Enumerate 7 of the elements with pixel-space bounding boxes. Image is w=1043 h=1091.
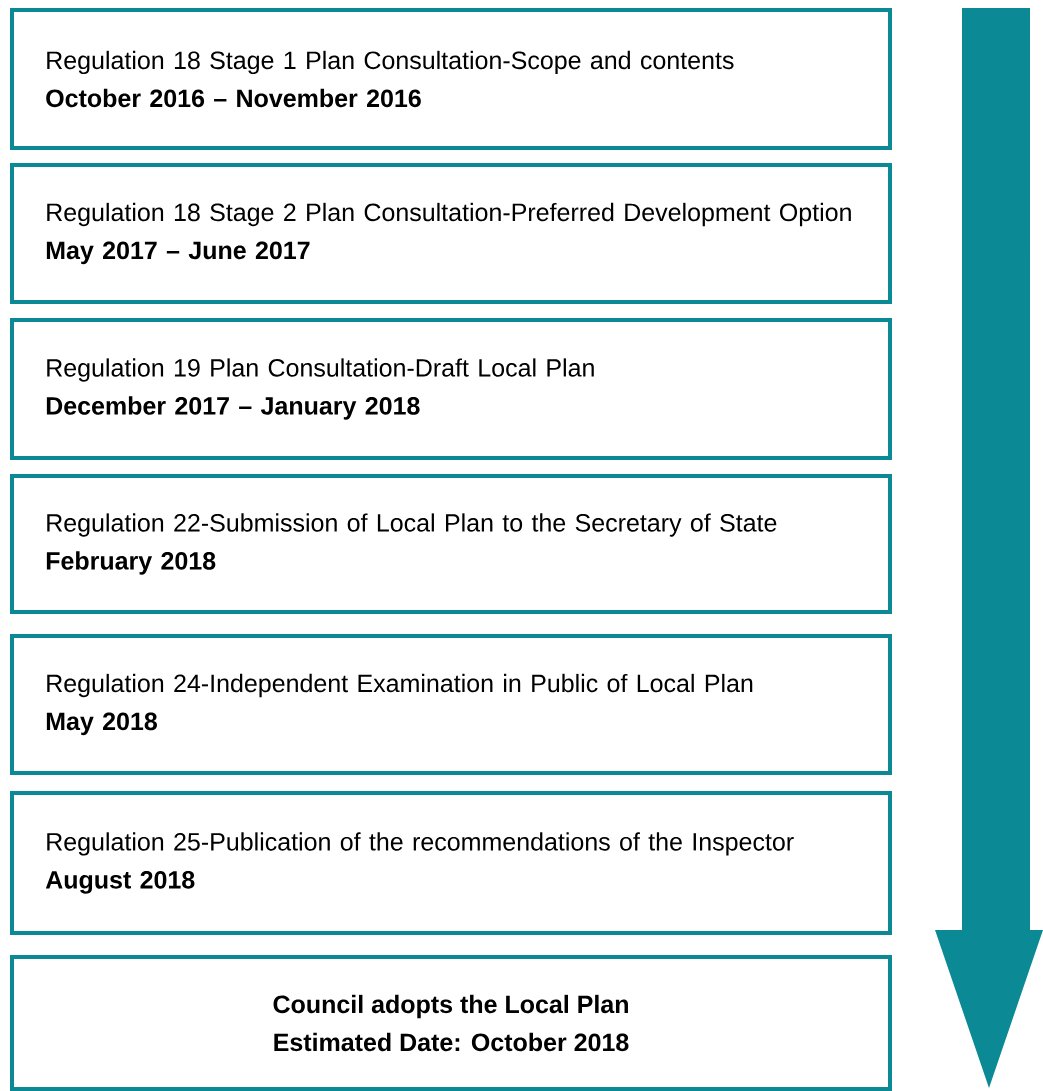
process-box: Regulation 22-Submission of Local Plan to the Secretary of State February 2018 [10,474,892,614]
process-box: Regulation 25-Publication of the recommendations of the Inspector August 2018 [10,791,892,935]
process-box: Council adopts the Local Plan Estimated Date: October 2018 [10,955,892,1091]
process-box: Regulation 18 Stage 1 Plan Consultation-Scope and contents October 2016 – November 2016 [10,8,892,150]
process-box: Regulation 19 Plan Consultation-Draft Local Plan December 2017 – January 2018 [10,318,892,460]
process-box: Regulation 24-Independent Examination in Public of Local Plan May 2018 [10,634,892,775]
process-box: Regulation 18 Stage 2 Plan Consultation-Preferred Development Option May 2017 – June 2017 [10,163,892,304]
